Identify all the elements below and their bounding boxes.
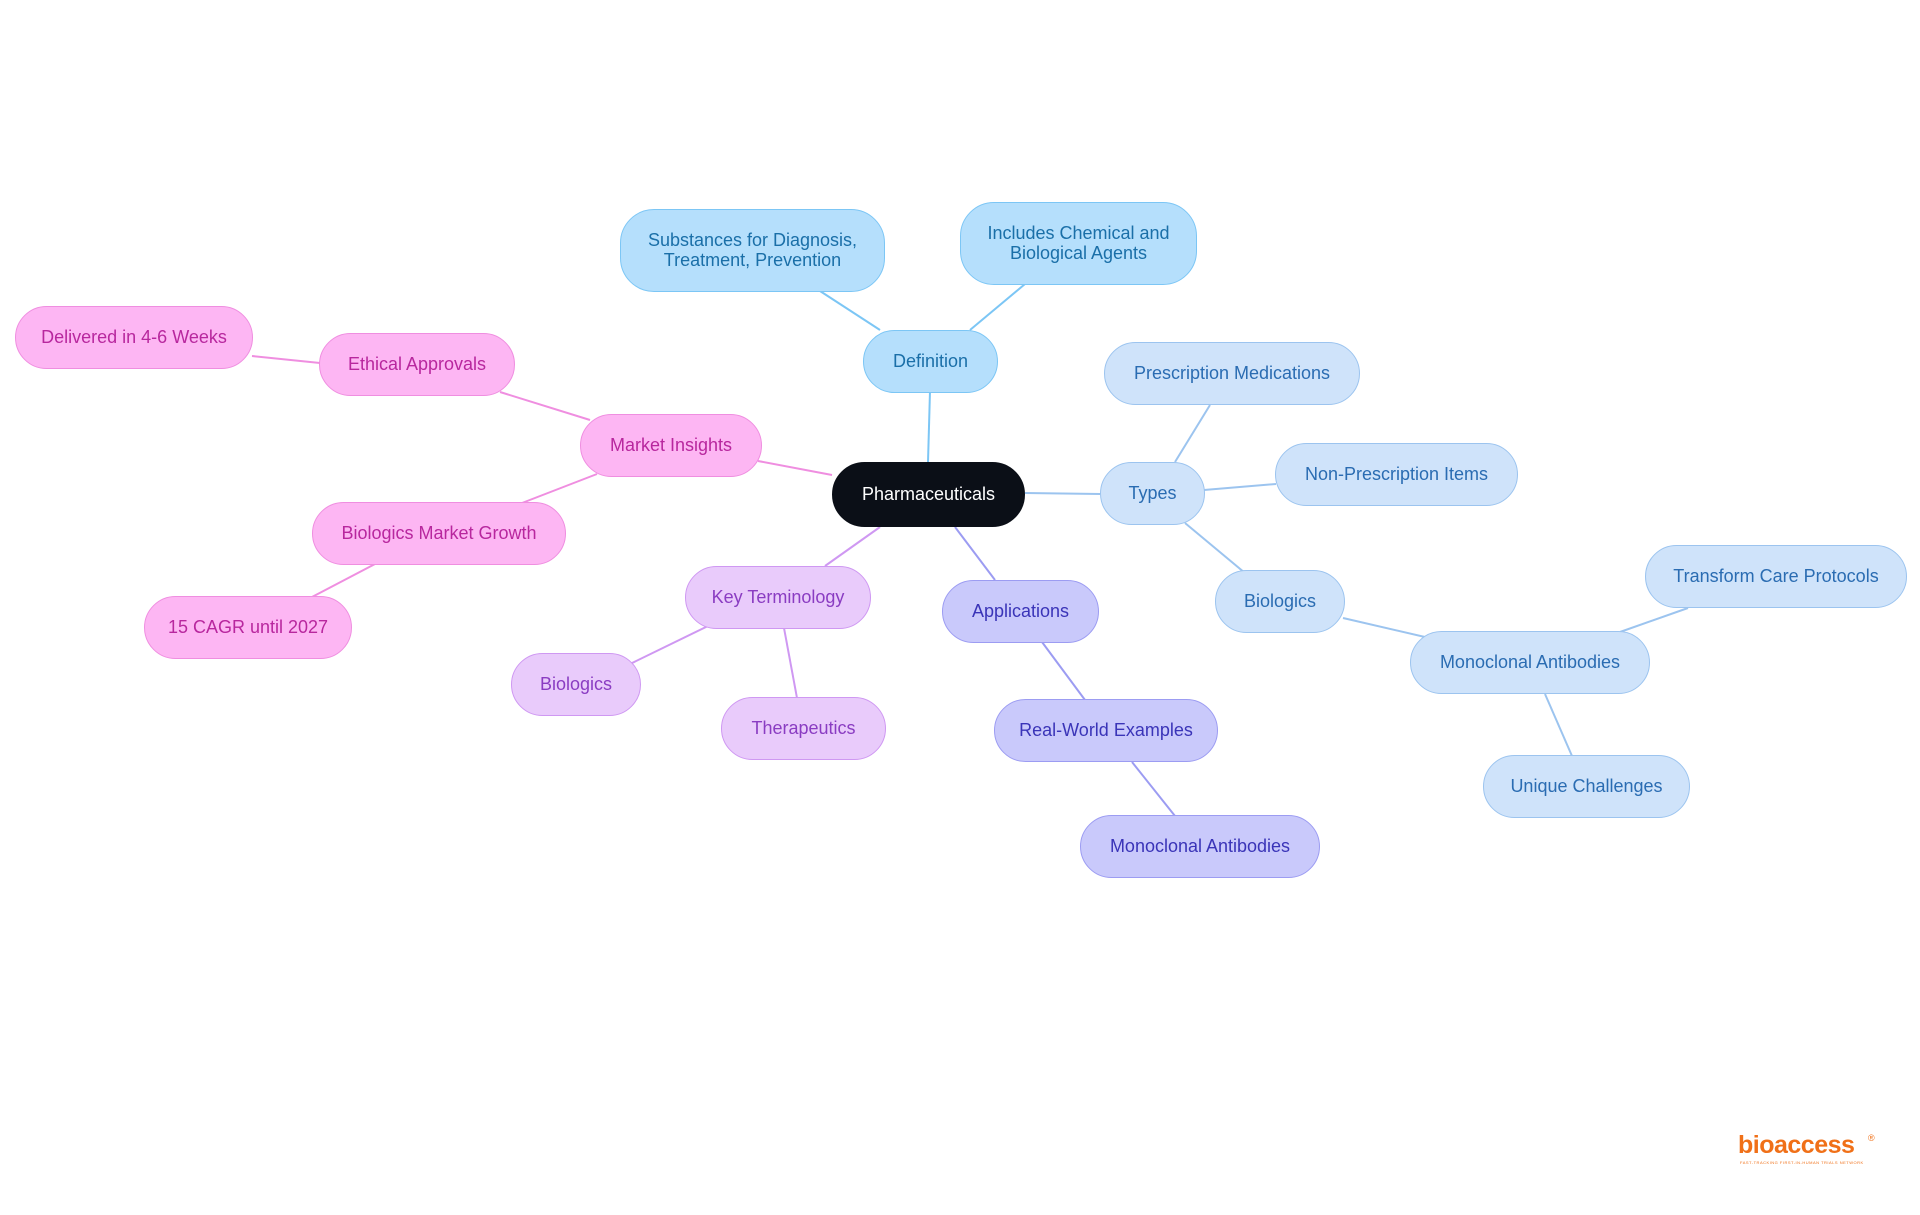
node-definition[interactable]: Definition bbox=[863, 330, 998, 393]
edge-root-key-terminology bbox=[824, 526, 881, 567]
edge-definition-includes bbox=[969, 283, 1026, 331]
edge-terminology-biologics bbox=[629, 625, 709, 665]
edge-root-definition bbox=[927, 390, 931, 463]
node-delivered-4-6-weeks[interactable]: Delivered in 4-6 Weeks bbox=[15, 306, 253, 369]
edge-market-growth bbox=[521, 473, 598, 504]
node-key-terminology[interactable]: Key Terminology bbox=[685, 566, 871, 629]
logo-registered-mark: ® bbox=[1868, 1133, 1875, 1143]
node-15-cagr[interactable]: 15 CAGR until 2027 bbox=[144, 596, 352, 659]
edge-growth-cagr bbox=[311, 563, 376, 598]
edge-market-ethical bbox=[499, 391, 591, 421]
node-includes-chemical-biological[interactable]: Includes Chemical and Biological Agents bbox=[960, 202, 1197, 285]
node-biologics-type[interactable]: Biologics bbox=[1215, 570, 1345, 633]
node-prescription-medications[interactable]: Prescription Medications bbox=[1104, 342, 1360, 405]
logo-wordmark: bioaccess bbox=[1738, 1131, 1855, 1159]
node-market-insights[interactable]: Market Insights bbox=[580, 414, 762, 477]
edge-biologics-monoclonal bbox=[1342, 617, 1426, 638]
node-biologics-market-growth[interactable]: Biologics Market Growth bbox=[312, 502, 566, 565]
edge-definition-substances bbox=[819, 290, 881, 331]
node-types[interactable]: Types bbox=[1100, 462, 1205, 525]
edge-root-types bbox=[1024, 492, 1101, 495]
edge-root-applications bbox=[954, 526, 996, 581]
edge-monoclonal-transform bbox=[1619, 607, 1689, 633]
node-pharmaceuticals[interactable]: Pharmaceuticals bbox=[832, 462, 1025, 527]
edge-terminology-therapeutics bbox=[783, 627, 798, 699]
logo-tagline: FAST-TRACKING FIRST-IN-HUMAN TRIALS NETW… bbox=[1740, 1160, 1864, 1165]
edge-applications-real-world bbox=[1041, 641, 1086, 701]
node-substances-for-diagnosis[interactable]: Substances for Diagnosis, Treatment, Pre… bbox=[620, 209, 885, 292]
node-transform-care-protocols[interactable]: Transform Care Protocols bbox=[1645, 545, 1907, 608]
edge-types-prescription bbox=[1174, 404, 1211, 463]
node-real-world-examples[interactable]: Real-World Examples bbox=[994, 699, 1218, 762]
node-applications[interactable]: Applications bbox=[942, 580, 1099, 643]
edge-monoclonal-unique bbox=[1544, 693, 1573, 757]
edge-real-world-monoclonal bbox=[1131, 761, 1176, 817]
bioaccess-logo: bioaccess ® FAST-TRACKING FIRST-IN-HUMAN… bbox=[1738, 1131, 1878, 1169]
node-non-prescription-items[interactable]: Non-Prescription Items bbox=[1275, 443, 1518, 506]
node-therapeutics[interactable]: Therapeutics bbox=[721, 697, 886, 760]
node-unique-challenges[interactable]: Unique Challenges bbox=[1483, 755, 1690, 818]
edge-ethical-delivered bbox=[251, 355, 321, 364]
node-biologics-term[interactable]: Biologics bbox=[511, 653, 641, 716]
node-monoclonal-antibodies-type[interactable]: Monoclonal Antibodies bbox=[1410, 631, 1650, 694]
edge-types-biologics bbox=[1184, 522, 1246, 574]
edge-types-non-prescription bbox=[1203, 483, 1277, 491]
edge-root-market-insights bbox=[757, 460, 833, 476]
node-ethical-approvals[interactable]: Ethical Approvals bbox=[319, 333, 515, 396]
node-monoclonal-antibodies-example[interactable]: Monoclonal Antibodies bbox=[1080, 815, 1320, 878]
